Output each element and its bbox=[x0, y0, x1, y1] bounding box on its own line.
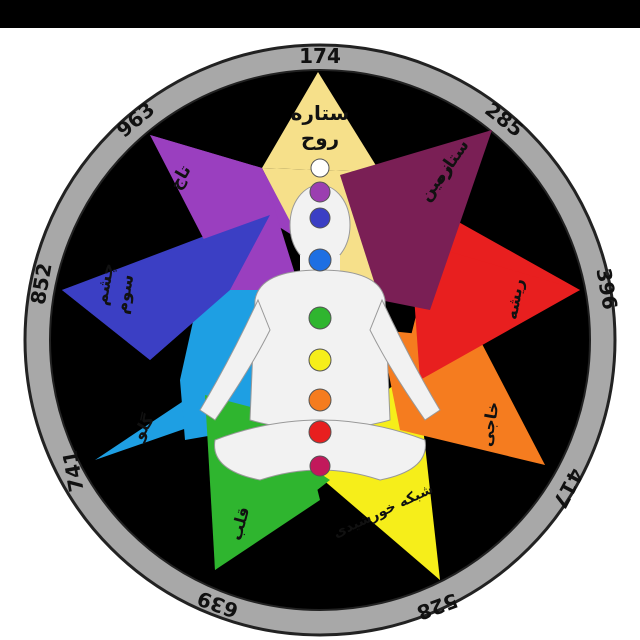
chakra-dot bbox=[309, 181, 331, 203]
chakra-dot bbox=[308, 248, 332, 272]
third-eye-panel bbox=[62, 215, 270, 360]
star-point-soul-star bbox=[262, 72, 380, 172]
chakra-dot bbox=[309, 455, 331, 477]
chakra-dot bbox=[308, 420, 332, 444]
meditating-figure bbox=[199, 184, 441, 481]
root-panel bbox=[410, 240, 580, 380]
crown-panel bbox=[150, 135, 300, 290]
chakra-dot bbox=[310, 158, 330, 178]
chakra-dot bbox=[308, 348, 332, 372]
label-soul-star-line1: ستاره bbox=[291, 101, 350, 125]
chakra-dot bbox=[308, 306, 332, 330]
chakra-dot bbox=[308, 388, 332, 412]
earth-star-panel bbox=[340, 130, 492, 310]
chakra-dots bbox=[308, 158, 332, 477]
top-black-bar bbox=[0, 0, 640, 28]
freq-174: 174 bbox=[299, 44, 341, 68]
label-soul-star-line2: روح bbox=[301, 126, 339, 150]
chakra-dot bbox=[309, 207, 331, 229]
